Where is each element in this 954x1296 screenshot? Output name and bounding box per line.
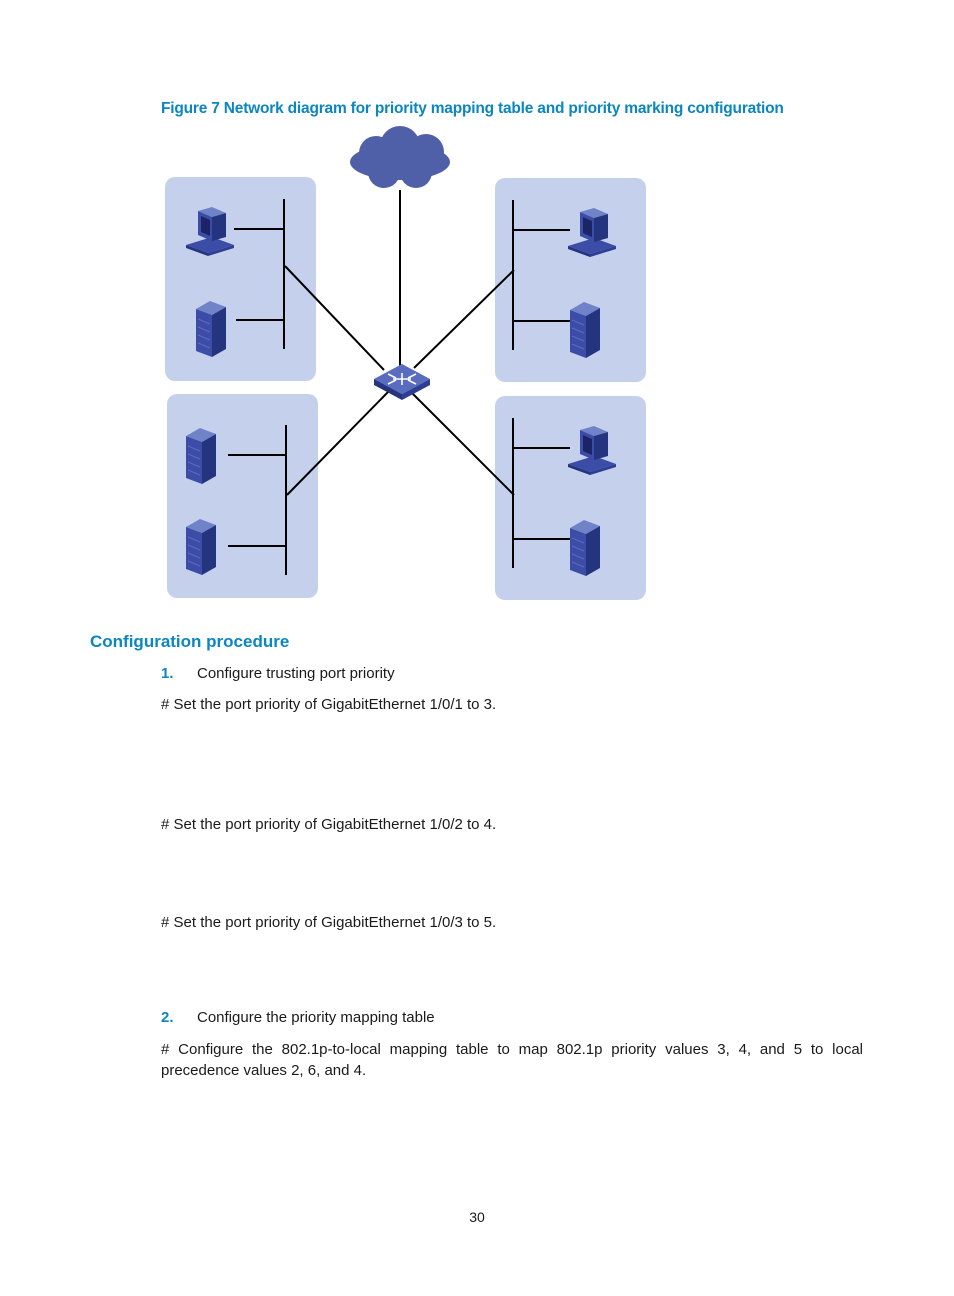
bus-bottom-left [228, 425, 287, 575]
server-icon [185, 427, 217, 485]
network-links [284, 190, 515, 496]
figure-caption: Figure 7 Network diagram for priority ma… [161, 100, 784, 117]
group-top-left [165, 177, 316, 381]
internet-cloud-icon [350, 126, 450, 188]
comment-port-1: # Set the port priority of GigabitEthern… [161, 696, 497, 713]
server-icon [569, 519, 601, 577]
step-1: 1. Configure trusting port priority [161, 665, 561, 685]
comment-port-3: # Set the port priority of GigabitEthern… [161, 914, 497, 931]
step-number: 2. [161, 1009, 174, 1026]
comment-mapping-table: # Configure the 802.1p-to-local mapping … [161, 1041, 863, 1079]
switch-icon [374, 364, 430, 400]
step-number: 1. [161, 665, 174, 682]
server-icon [195, 300, 227, 358]
server-icon [569, 301, 601, 359]
page-number: 30 [469, 1209, 485, 1225]
section-heading: Configuration procedure [90, 632, 290, 651]
step-2: 2. Configure the priority mapping table [161, 1009, 561, 1029]
step-label: Configure trusting port priority [197, 665, 395, 682]
server-icon [185, 518, 217, 576]
bus-top-left [234, 199, 285, 349]
step-label: Configure the priority mapping table [197, 1009, 435, 1026]
network-diagram [165, 126, 646, 600]
comment-port-2: # Set the port priority of GigabitEthern… [161, 816, 497, 833]
bus-top-right [512, 200, 570, 350]
bus-bottom-right [512, 418, 570, 568]
